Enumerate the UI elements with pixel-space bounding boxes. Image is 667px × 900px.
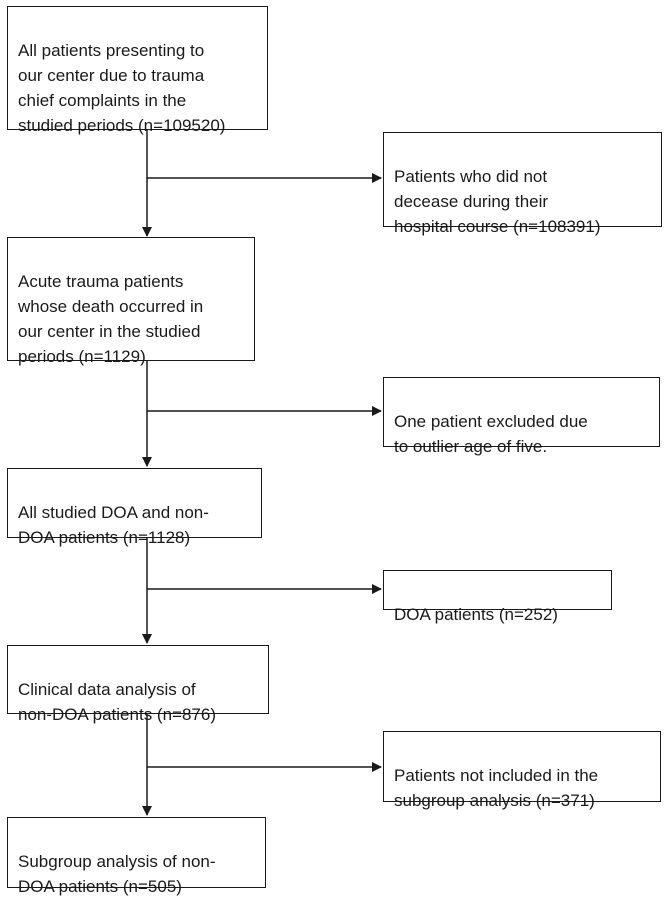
main-box-all-patients: All patients presenting to our center du… xyxy=(7,6,268,135)
side-box-not-in-subgroup-text: Patients not included in the subgroup an… xyxy=(394,766,599,810)
side-box-outlier-excluded-text: One patient excluded due to outlier age … xyxy=(394,412,588,456)
main-box-clinical-analysis-text: Clinical data analysis of non-DOA patien… xyxy=(18,680,216,724)
main-box-subgroup-analysis: Subgroup analysis of non- DOA patients (… xyxy=(7,817,266,896)
main-box-doa-and-non-doa: All studied DOA and non- DOA patients (n… xyxy=(7,468,262,547)
side-box-not-in-subgroup: Patients not included in the subgroup an… xyxy=(383,731,661,810)
main-box-acute-trauma-deaths: Acute trauma patients whose death occurr… xyxy=(7,237,255,366)
side-box-doa-patients-text: DOA patients (n=252) xyxy=(394,605,558,624)
main-box-subgroup-analysis-text: Subgroup analysis of non- DOA patients (… xyxy=(18,852,216,896)
side-box-doa-patients: DOA patients (n=252) xyxy=(383,570,612,624)
main-box-doa-and-non-doa-text: All studied DOA and non- DOA patients (n… xyxy=(18,503,209,547)
side-box-survivors-text: Patients who did not decease during thei… xyxy=(394,167,601,236)
side-box-outlier-excluded: One patient excluded due to outlier age … xyxy=(383,377,660,456)
side-box-survivors: Patients who did not decease during thei… xyxy=(383,132,662,236)
main-box-acute-trauma-deaths-text: Acute trauma patients whose death occurr… xyxy=(18,272,204,366)
main-box-clinical-analysis: Clinical data analysis of non-DOA patien… xyxy=(7,645,269,724)
main-box-all-patients-text: All patients presenting to our center du… xyxy=(18,41,226,135)
